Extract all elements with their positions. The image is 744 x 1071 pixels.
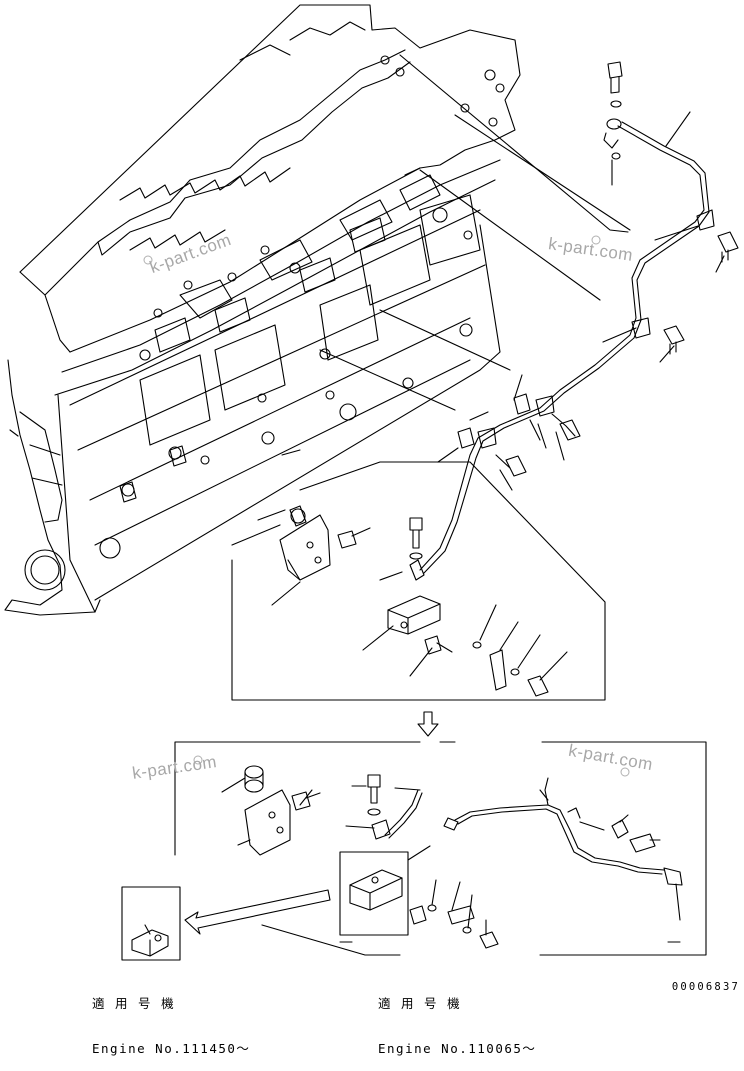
applicable-serial-left-jp: 適 用 号 機 — [92, 996, 176, 1011]
oil-tube-assembly — [281, 54, 739, 574]
engine-number-left: Engine No.111450～ — [92, 1041, 251, 1056]
parts-diagram — [4, 4, 739, 961]
applicable-serial-right: 適 用 号 機 Engine No.110065～ — [378, 966, 536, 1071]
detail-view-lower — [174, 741, 707, 956]
engine-number-right: Engine No.110065～ — [378, 1041, 537, 1056]
engine-block — [4, 4, 531, 616]
detail-view-upper — [231, 461, 606, 701]
detail-view-left-inset — [121, 886, 331, 961]
applicable-serial-right-jp: 適 用 号 機 — [378, 996, 462, 1011]
document-number: 00006837 — [671, 981, 740, 993]
applicable-serial-left: 適 用 号 機 Engine No.111450～ — [92, 966, 250, 1071]
down-arrow-icon — [417, 711, 439, 737]
